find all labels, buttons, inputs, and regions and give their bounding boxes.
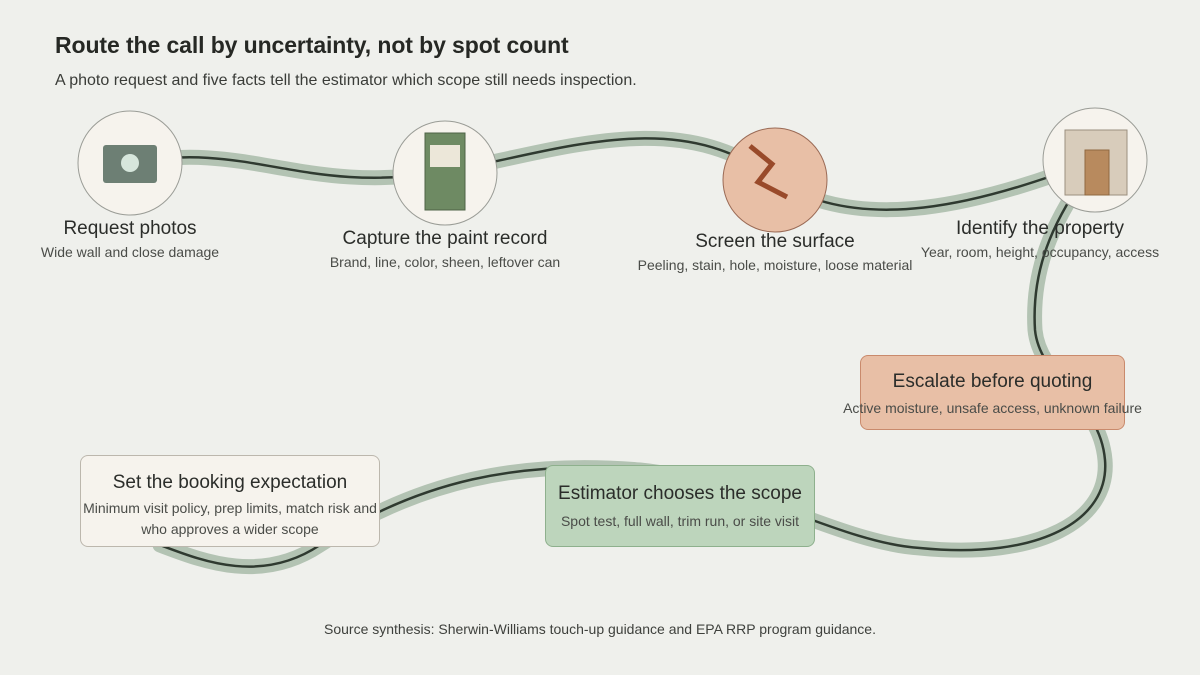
step-title: Capture the paint record <box>342 228 548 249</box>
step-label-capture-paint-record: Capture the paint record Brand, line, co… <box>330 228 560 271</box>
step-label-identify-property: Identify the property Year, room, height… <box>921 218 1159 261</box>
step-node-request-photos <box>77 110 183 216</box>
step-title: Screen the surface <box>695 231 855 252</box>
scope-title: Estimator chooses the scope <box>558 483 802 504</box>
step-label-screen-surface: Screen the surface Peeling, stain, hole,… <box>638 231 913 274</box>
step-label-request-photos: Request photos Wide wall and close damag… <box>41 218 219 261</box>
booking-detail: Minimum visit policy, prep limits, match… <box>83 500 377 537</box>
page-subtitle: A photo request and five facts tell the … <box>55 72 637 89</box>
scope-box: Estimator chooses the scope Spot test, f… <box>545 465 815 547</box>
scope-detail: Spot test, full wall, trim run, or site … <box>560 513 800 529</box>
escalate-box: Escalate before quoting Active moisture,… <box>843 355 1142 430</box>
step-detail: Peeling, stain, hole, moisture, loose ma… <box>637 257 913 273</box>
step-title: Identify the property <box>956 218 1124 239</box>
step-title: Request photos <box>63 218 197 239</box>
booking-box: Set the booking expectation Minimum visi… <box>80 455 380 547</box>
page-title: Route the call by uncertainty, not by sp… <box>55 32 569 58</box>
step-node-capture-paint-record <box>392 120 498 226</box>
camera-icon <box>103 145 157 183</box>
crack-icon <box>748 144 789 200</box>
step-detail: Brand, line, color, sheen, leftover can <box>329 254 561 270</box>
paint-can-icon <box>424 132 466 211</box>
source-note: Source synthesis: Sherwin-Williams touch… <box>324 621 876 637</box>
doorway-icon <box>1064 129 1128 196</box>
step-node-screen-surface <box>722 127 828 233</box>
booking-title: Set the booking expectation <box>112 472 348 493</box>
step-detail: Year, room, height, occupancy, access <box>920 244 1160 260</box>
step-node-identify-property <box>1042 107 1148 213</box>
escalate-detail: Active moisture, unsafe access, unknown … <box>843 400 1142 416</box>
step-detail: Wide wall and close damage <box>40 244 220 260</box>
escalate-title: Escalate before quoting <box>892 371 1093 392</box>
